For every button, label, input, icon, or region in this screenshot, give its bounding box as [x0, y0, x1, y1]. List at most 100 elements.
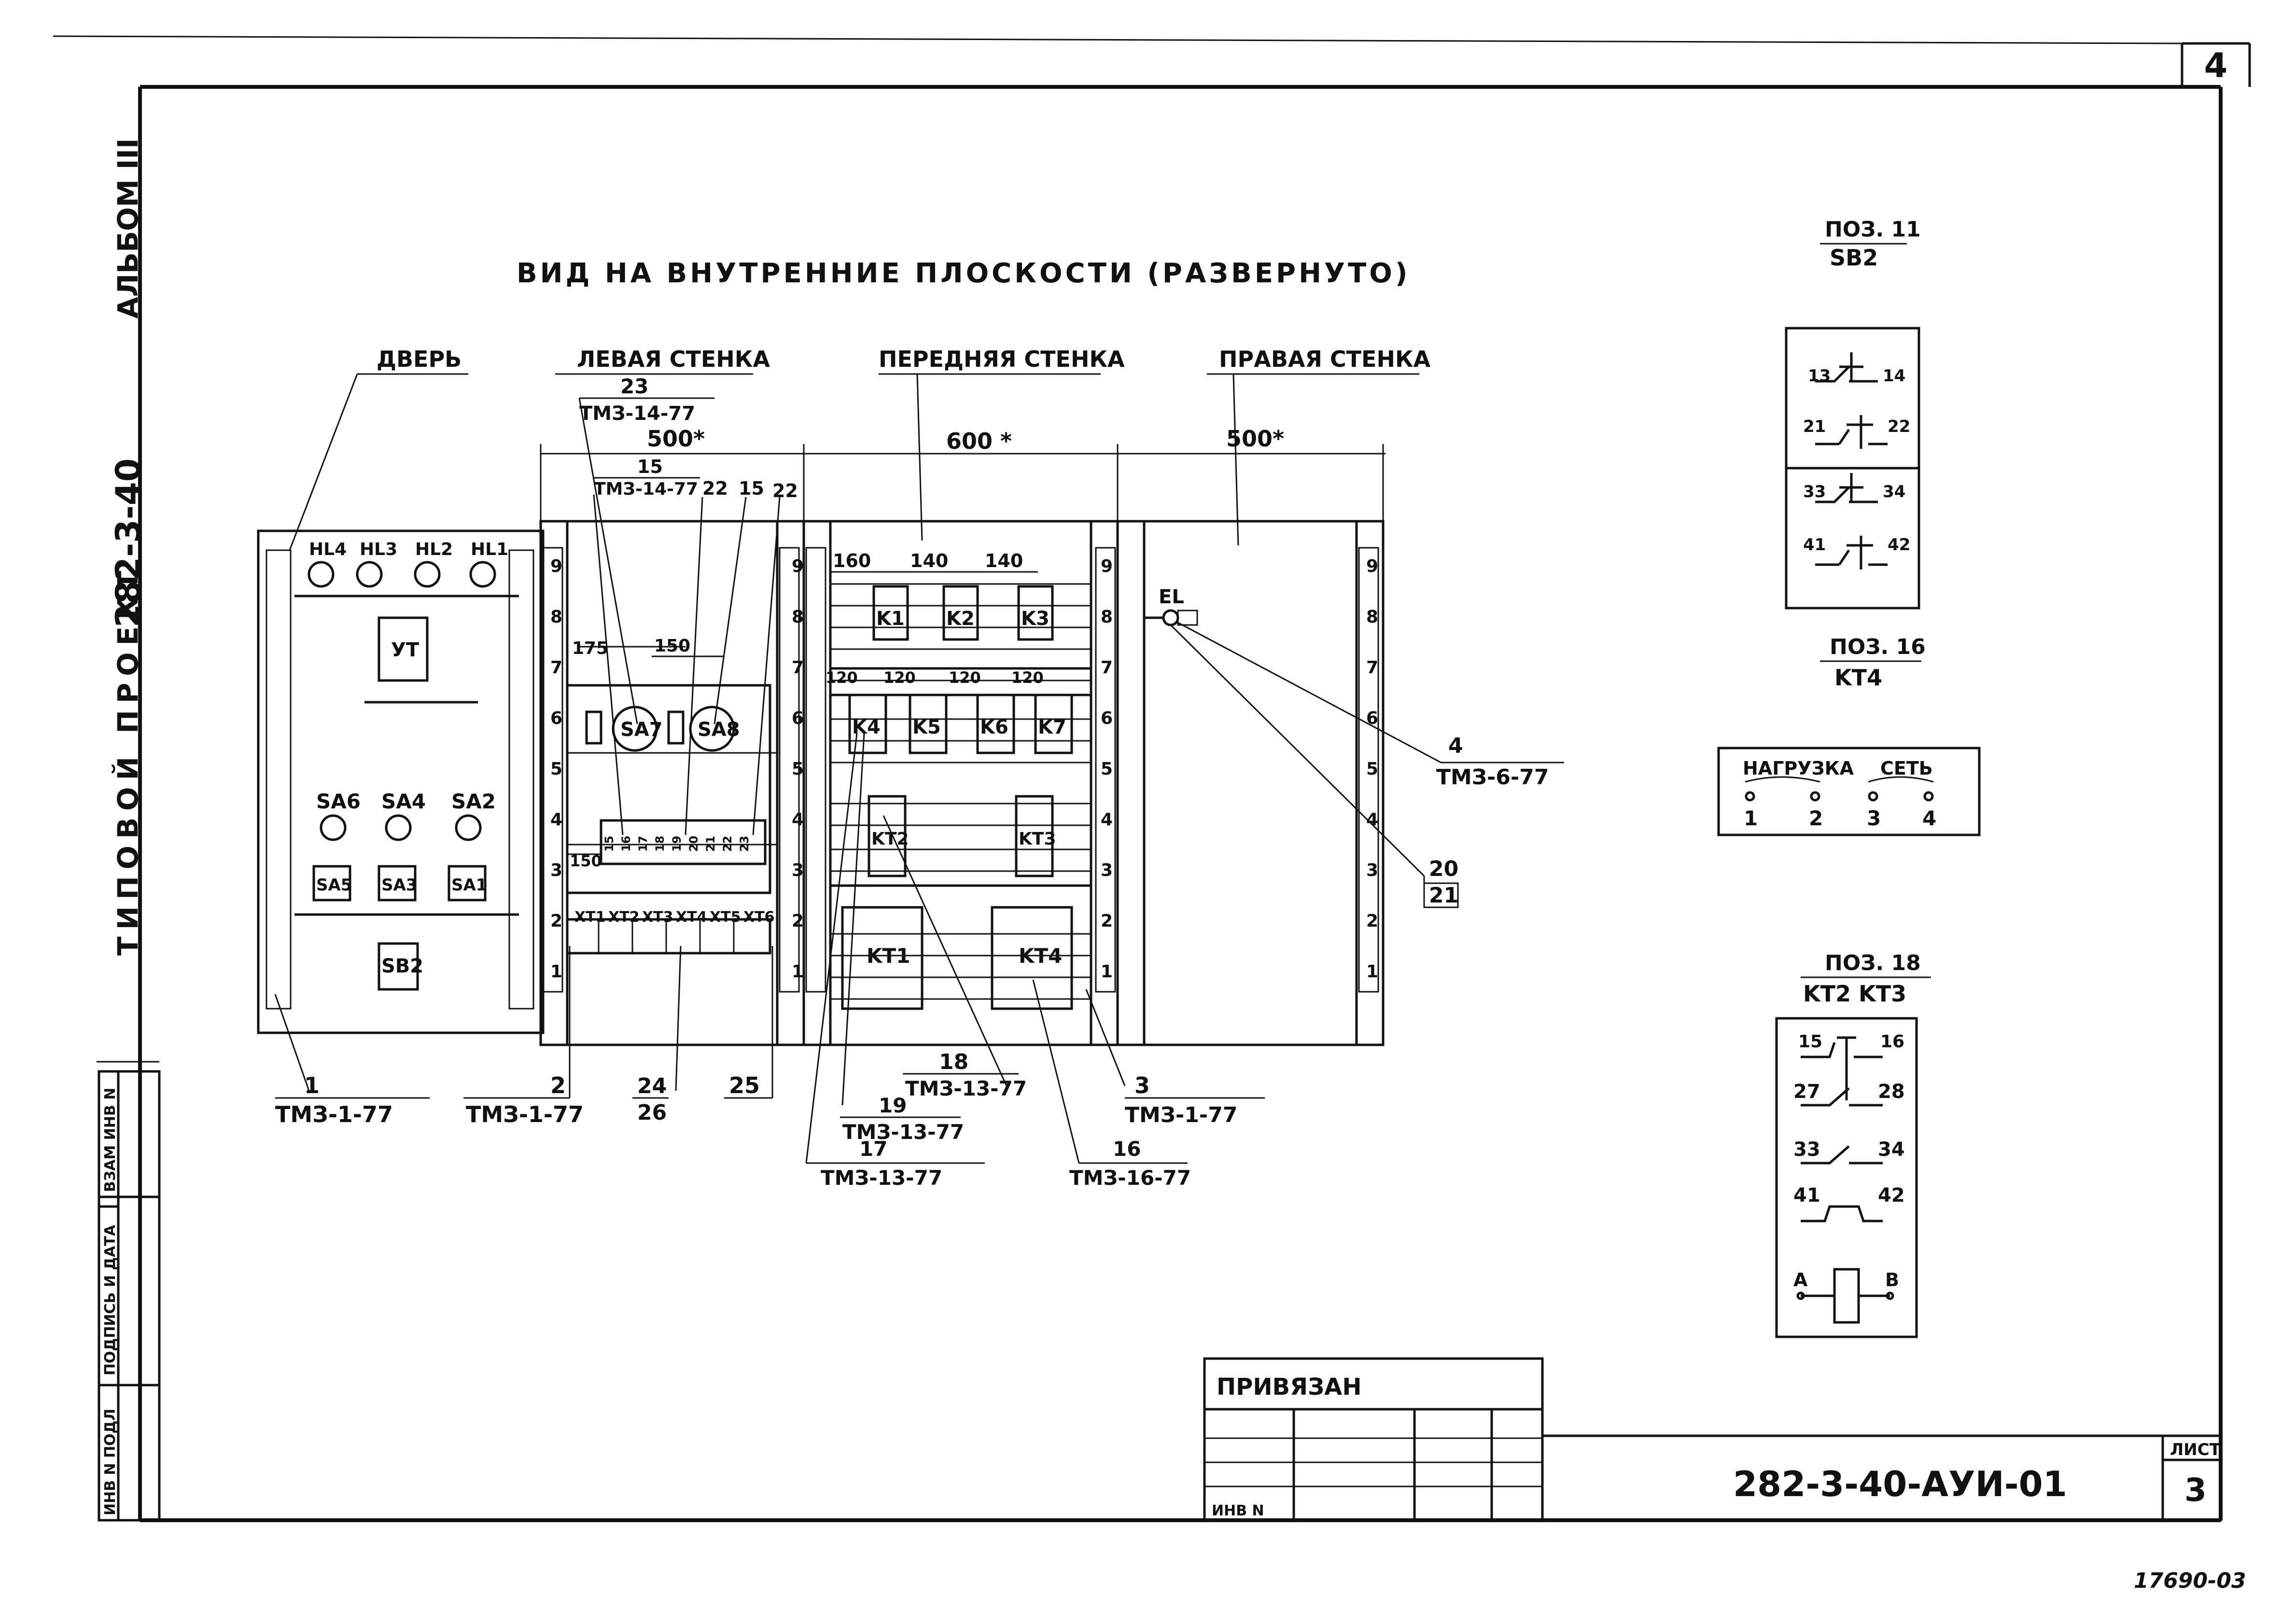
- relay-k6: K6: [980, 716, 1008, 738]
- front-d120-1: 120: [826, 668, 858, 687]
- album-label: АЛЬБОМ III: [112, 139, 144, 319]
- sheet-frame: [53, 35, 2251, 1522]
- stamp-list-label: ЛИСТ: [2170, 1440, 2221, 1459]
- yt-label: УТ: [391, 639, 420, 661]
- pos18-c34: 34: [1878, 1138, 1905, 1161]
- front-d160: 160: [833, 550, 871, 571]
- right-wall-leaders: [1170, 622, 1564, 907]
- pos18-coil-b: B: [1885, 1269, 1899, 1291]
- scale-right-1: 1: [1366, 962, 1378, 982]
- relay-kt1: KT1: [867, 944, 910, 968]
- left-wall-panel: [539, 520, 805, 1046]
- scale-front-r6: 6: [1101, 708, 1113, 728]
- pos11-c42: 42: [1888, 535, 1910, 555]
- relay-k3: K3: [1021, 608, 1050, 630]
- front-c19-num: 19: [879, 1094, 907, 1117]
- relay-k5: K5: [912, 716, 941, 738]
- scale-front-r5: 5: [1101, 759, 1113, 779]
- front-c17-ref: ТМЗ-13-77: [821, 1166, 942, 1190]
- front-c3-num: 3: [1134, 1072, 1150, 1098]
- pos11-c14: 14: [1883, 366, 1905, 386]
- stamp-inv: ИНВ N: [1212, 1502, 1264, 1519]
- scale-right-8: 8: [1366, 607, 1378, 627]
- pos18-subtitle: KT2 KT3: [1803, 981, 1906, 1007]
- scale-right-3: 3: [1366, 861, 1378, 880]
- pos16-title: ПОЗ. 16: [1830, 635, 1926, 659]
- pos18-title: ПОЗ. 18: [1825, 951, 1921, 975]
- door-title: ДВЕРЬ: [377, 346, 462, 372]
- xt2-label: XT2: [608, 909, 639, 926]
- scale-right-9: 9: [1366, 556, 1378, 576]
- scale-front-6: 6: [792, 708, 804, 728]
- pos18-c15: 15: [1798, 1032, 1822, 1052]
- page-title: ВИД НА ВНУТРЕННИЕ ПЛОСКОСТИ (РАЗВЕРНУТО): [517, 258, 1411, 289]
- scale-front-r2: 2: [1101, 911, 1113, 931]
- scale-front-1: 1: [792, 962, 804, 982]
- front-c16-ref: ТМЗ-16-77: [1069, 1166, 1191, 1190]
- project-code-side: 282-3-40: [109, 458, 148, 627]
- bottom-number: 17690-03: [2134, 1568, 2246, 1593]
- lamp-hl2: HL2: [415, 540, 453, 559]
- scale-labels-right: 9 8 7 6 5 4 3 2 1: [1366, 556, 1378, 982]
- terminal-15: 15: [602, 836, 616, 852]
- front-c17-num: 17: [859, 1137, 887, 1161]
- scale-labels-left: 9 8 7 6 5 4 3 2 1: [550, 556, 562, 982]
- pos16-pin4: 4: [1922, 806, 1936, 830]
- lamp-hl4: HL4: [309, 540, 347, 559]
- scale-5: 5: [550, 759, 562, 779]
- scale-2: 2: [550, 911, 562, 931]
- pos11-box: [1785, 327, 1920, 610]
- door-panel: [257, 529, 545, 1034]
- pos11-c21: 21: [1803, 417, 1826, 436]
- left-d150b: 150: [570, 852, 602, 870]
- left-top-num: 23: [620, 375, 648, 398]
- front-c18-num: 18: [939, 1050, 968, 1074]
- front-c3-ref: ТМЗ-1-77: [1125, 1103, 1237, 1127]
- front-c19-ref: ТМЗ-13-77: [842, 1120, 964, 1144]
- left-c24: 24: [637, 1074, 667, 1098]
- relay-k1: K1: [876, 608, 905, 630]
- left-n22b: 22: [772, 480, 798, 501]
- xt6-label: XT6: [743, 909, 774, 926]
- front-d140b: 140: [985, 550, 1023, 571]
- pos16-pin3: 3: [1867, 806, 1881, 830]
- left-wall-xt: XT1 XT2 XT3 XT4 XT5 XT6: [574, 909, 774, 926]
- scale-front-5: 5: [792, 759, 804, 779]
- terminal-23: 23: [738, 836, 751, 852]
- relay-k2: K2: [946, 608, 975, 630]
- pos16-pin2: 2: [1809, 806, 1823, 830]
- pos11-title: ПОЗ. 11: [1825, 217, 1921, 242]
- terminal-16: 16: [619, 836, 633, 852]
- left-c2-num: 2: [550, 1072, 566, 1098]
- pos16-box: [1717, 747, 1981, 836]
- project-label: ТИПОВОЙ ПРОЕКТ: [111, 564, 144, 956]
- scale-4: 4: [550, 810, 562, 830]
- scale-right-2: 2: [1366, 911, 1378, 931]
- front-wall-title: ПЕРЕДНЯЯ СТЕНКА: [879, 346, 1125, 372]
- terminal-18: 18: [653, 836, 667, 852]
- scale-3: 3: [550, 861, 562, 880]
- front-c16-num: 16: [1113, 1137, 1141, 1161]
- top-dimensions: [540, 444, 1385, 531]
- stamp-privyazan: ПРИВЯЗАН: [1217, 1374, 1362, 1401]
- scale-right-5: 5: [1366, 759, 1378, 779]
- scale-right-7: 7: [1366, 658, 1378, 678]
- left-n22a: 22: [702, 478, 728, 499]
- left-c25: 25: [729, 1072, 760, 1098]
- xt5-label: XT5: [710, 909, 741, 926]
- left-wall-leaders: [463, 398, 781, 1099]
- pos18-c41: 41: [1793, 1184, 1820, 1207]
- switch-box-sa5: SA5: [316, 875, 352, 895]
- left-n15: 15: [739, 478, 764, 499]
- scale-front-8: 8: [792, 607, 804, 627]
- terminal-19: 19: [670, 836, 684, 852]
- scale-9: 9: [550, 556, 562, 576]
- scale-front-7: 7: [792, 658, 804, 678]
- front-d120-3: 120: [949, 668, 981, 687]
- right-wall-title: ПРАВАЯ СТЕНКА: [1219, 346, 1431, 372]
- front-d120-2: 120: [883, 668, 916, 687]
- front-d120-4: 120: [1011, 668, 1044, 687]
- door-callout-num: 1: [304, 1072, 320, 1098]
- stamp-code: 282-3-40-АУИ-01: [1733, 1464, 2067, 1504]
